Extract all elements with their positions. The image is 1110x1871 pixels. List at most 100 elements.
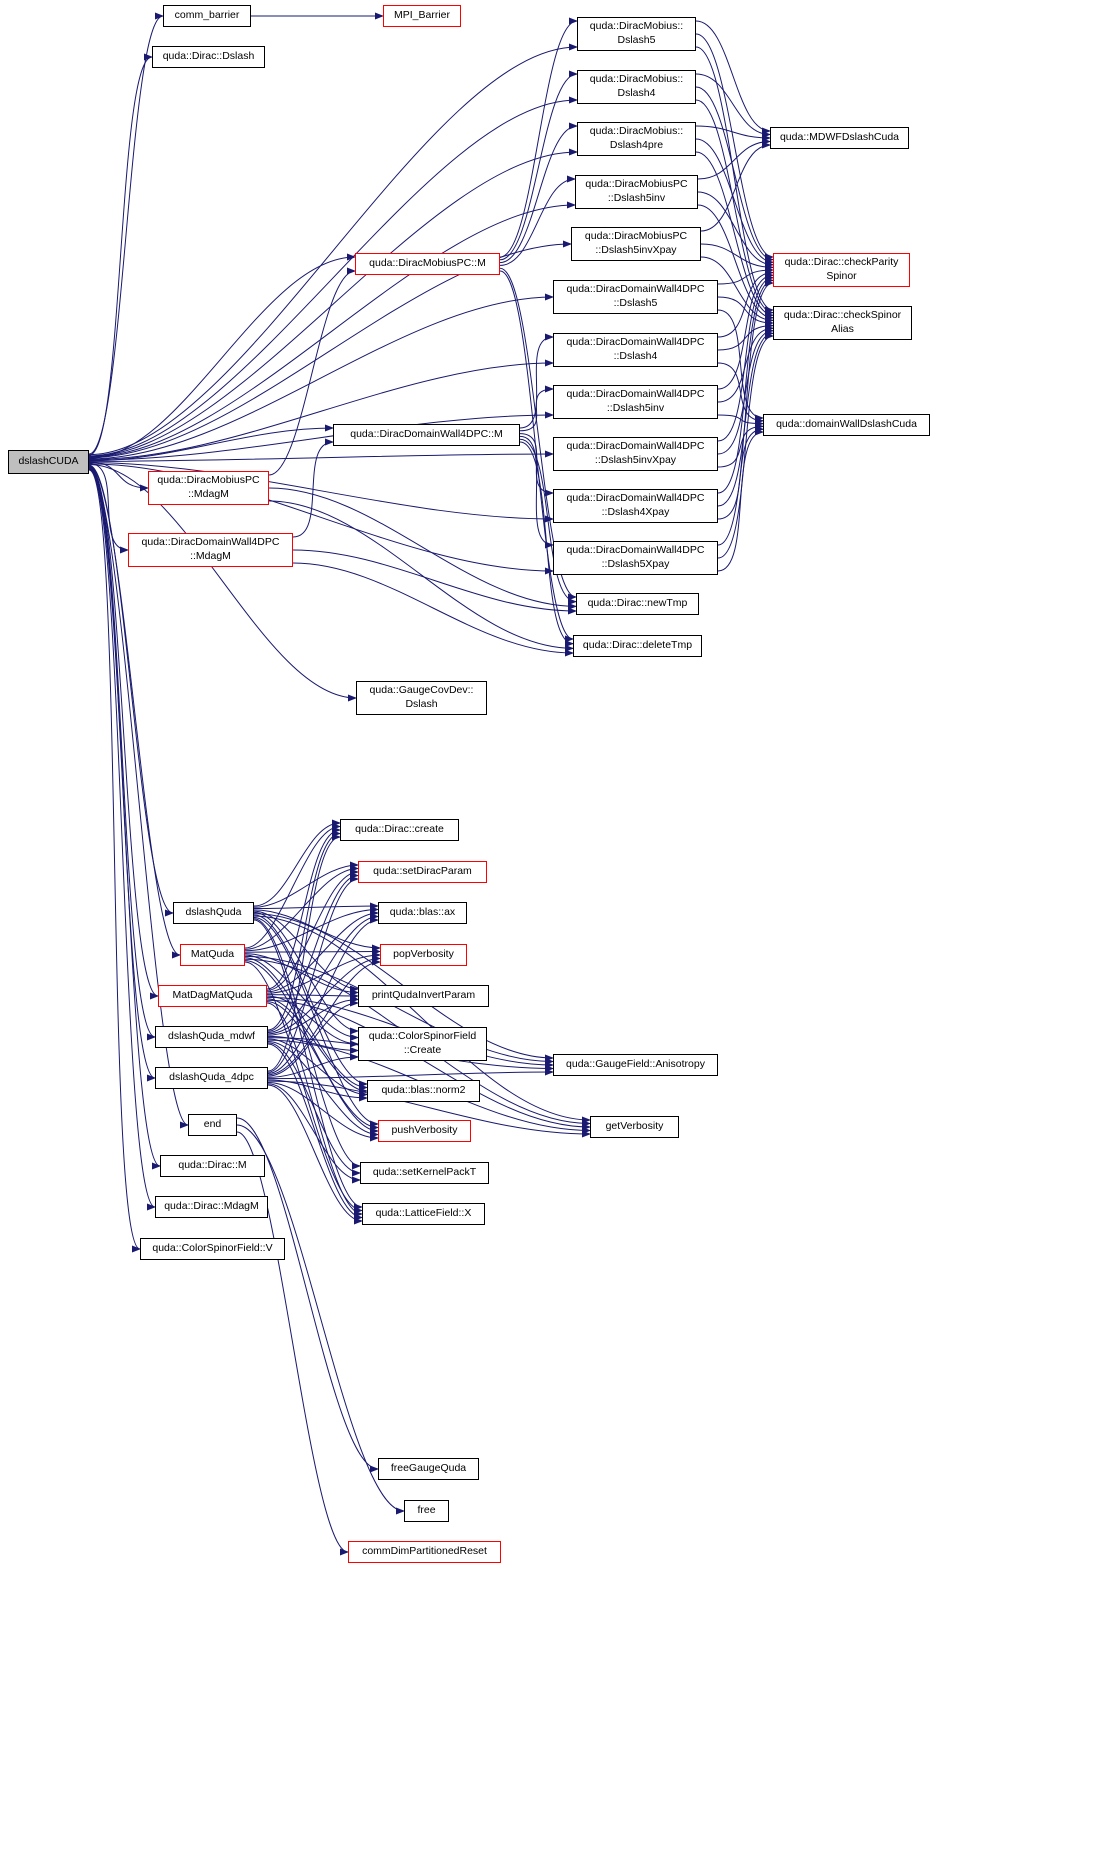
edge-dslashCUDA--mobpc_m [88,253,356,459]
node-checkspinoralias[interactable]: quda::Dirac::checkSpinor Alias [773,306,912,340]
node-pushverbosity[interactable]: pushVerbosity [378,1120,471,1142]
edge-matquda--popverbosity [244,948,381,956]
edge-dslashCUDA--matquda [88,465,181,959]
node-dw_dslash4[interactable]: quda::DiracDomainWall4DPC ::Dslash4 [553,333,718,367]
node-dw_dslash4xpay[interactable]: quda::DiracDomainWall4DPC ::Dslash4Xpay [553,489,718,523]
node-checkparity[interactable]: quda::Dirac::checkParity Spinor [773,253,910,287]
edge-dslashquda--pushverbosity [253,916,379,1128]
edge-end--commdimpartitionedreset [236,1131,349,1556]
edge-dslashquda_4dpc--blas_norm2 [267,1079,368,1102]
node-mob_dslash5[interactable]: quda::DiracMobius:: Dslash5 [577,17,696,51]
edge-dslashquda_mdwf--latticefield_x [267,1043,363,1221]
node-dw4dpc_mdagm[interactable]: quda::DiracDomainWall4DPC ::MdagM [128,533,293,567]
node-commdimpartitionedreset[interactable]: commDimPartitionedReset [348,1541,501,1563]
node-dirac_newtmp[interactable]: quda::Dirac::newTmp [576,593,699,615]
edge-dslashquda--popverbosity [253,909,381,952]
edge-matquda--dirac_create [244,823,341,949]
node-dw_dslash5invxpay[interactable]: quda::DiracDomainWall4DPC ::Dslash5invXp… [553,437,718,471]
edge-dw4dpc_m--dw_dslash5xpay [519,435,554,549]
edge-dw4dpc_m--dw_dslash4 [519,333,554,429]
node-mob_dslash4[interactable]: quda::DiracMobius:: Dslash4 [577,70,696,104]
node-freegaugequda[interactable]: freeGaugeQuda [378,1458,479,1480]
edge-dslashquda_mdwf--popverbosity [267,955,381,1035]
edge-mobpc_mdagm--dirac_deletetmp [268,500,574,652]
edge-dslashquda_mdwf--blas_ax [267,913,379,1034]
node-blas_ax[interactable]: quda::blas::ax [378,902,467,924]
edge-dw4dpc_mdagm--dirac_deletetmp [292,562,574,657]
node-latticefield_x[interactable]: quda::LatticeField::X [362,1203,485,1225]
node-gauge_anisotropy[interactable]: quda::GaugeField::Anisotropy [553,1054,718,1076]
node-dslashquda_4dpc[interactable]: dslashQuda_4dpc [155,1067,268,1089]
edge-mobpc_m--mobpc_dslash5inv [499,175,576,266]
edge-matquda--blas_norm2 [244,957,368,1091]
node-dw_dslash5inv[interactable]: quda::DiracDomainWall4DPC ::Dslash5inv [553,385,718,419]
node-matquda[interactable]: MatQuda [180,944,245,966]
node-free_fn[interactable]: free [404,1500,449,1522]
node-getverbosity[interactable]: getVerbosity [590,1116,679,1138]
edge-dslashquda_4dpc--csf_create [267,1053,359,1078]
edge-matquda--csf_create [244,954,359,1041]
node-mobpc_dslash5inv[interactable]: quda::DiracMobiusPC ::Dslash5inv [575,175,698,209]
node-dw4dpc_m[interactable]: quda::DiracDomainWall4DPC::M [333,424,520,446]
node-printqudainvertparam[interactable]: printQudaInvertParam [358,985,489,1007]
edge-end--free_fn [236,1124,405,1515]
node-dirac_mdagm[interactable]: quda::Dirac::MdagM [155,1196,268,1218]
node-mobpc_dslash5invxpay[interactable]: quda::DiracMobiusPC ::Dslash5invXpay [571,227,701,261]
node-mobpc_mdagm[interactable]: quda::DiracMobiusPC ::MdagM [148,471,269,505]
node-blas_norm2[interactable]: quda::blas::norm2 [367,1080,480,1102]
edge-dw_dslash5--checkparity [717,266,774,285]
node-dirac_m[interactable]: quda::Dirac::M [160,1155,265,1177]
node-end[interactable]: end [188,1114,237,1136]
edge-dslashCUDA--comm_barrier [88,12,164,455]
edge-dslashCUDA--dw4dpc_m [88,424,334,462]
edge-dw_dslash5invxpay--domainwalldslashcuda [717,422,764,468]
edge-dslashquda--blas_ax [253,902,379,910]
node-dslashquda_mdwf[interactable]: dslashQuda_mdwf [155,1026,268,1048]
edge-dslashquda_4dpc--pushverbosity [267,1081,379,1142]
edge-dslashquda_4dpc--latticefield_x [267,1084,363,1225]
edge-dslashquda_4dpc--popverbosity [267,958,381,1076]
node-dslashquda[interactable]: dslashQuda [173,902,254,924]
edge-dslashCUDA--dirac_m [88,468,161,1170]
edge-dw_dslash5xpay--checkparity [717,279,774,546]
edge-matdagmatquda--blas_ax [266,909,379,993]
edge-dw_dslash5inv--checkspinoralias [717,324,774,403]
node-mdwfdslashcuda[interactable]: quda::MDWFDslashCuda [770,127,909,149]
node-dw_dslash5[interactable]: quda::DiracDomainWall4DPC ::Dslash5 [553,280,718,314]
node-dirac_create[interactable]: quda::Dirac::create [340,819,459,841]
edge-dslashquda_mdwf--csf_create [267,1035,359,1054]
edge-mob_dslash4pre--checkparity [695,138,774,266]
edge-dw_dslash5xpay--domainwalldslashcuda [717,428,764,572]
node-csf_create[interactable]: quda::ColorSpinorField ::Create [358,1027,487,1061]
edge-matdagmatquda--printqudainvertparam [266,992,359,1000]
edge-mobpc_mdagm--mobpc_m [268,267,356,476]
node-gaugecovdev_dslash[interactable]: quda::GaugeCovDev:: Dslash [356,681,487,715]
edge-dslashCUDA--dw_dslash5inv [88,411,554,461]
node-popverbosity[interactable]: popVerbosity [380,944,467,966]
edge-dw_dslash4--checkparity [717,269,774,338]
edge-dslashCUDA--mob_dslash4pre [88,148,578,457]
node-setkernelpackt[interactable]: quda::setKernelPackT [360,1162,489,1184]
node-mobpc_m[interactable]: quda::DiracMobiusPC::M [355,253,500,275]
node-mpi_barrier[interactable]: MPI_Barrier [383,5,461,27]
edge-mobpc_dslash5invxpay--checkparity [700,243,774,271]
node-comm_barrier[interactable]: comm_barrier [163,5,251,27]
node-matdagmatquda[interactable]: MatDagMatQuda [158,985,267,1007]
edge-dslashCUDA--dw4dpc_mdagm [88,462,129,554]
edge-dslashquda--getverbosity [253,915,591,1124]
node-mob_dslash4pre[interactable]: quda::DiracMobius:: Dslash4pre [577,122,696,156]
edge-mobpc_dslash5invxpay--checkspinoralias [700,256,774,324]
edge-dslashquda--dirac_create [253,819,341,907]
node-csf_v[interactable]: quda::ColorSpinorField::V [140,1238,285,1260]
edge-mob_dslash5--checkparity [695,33,774,261]
edge-dslashCUDA--mobpc_dslash5invxpay [88,240,572,459]
edge-dslashquda_4dpc--setdiracparam [267,875,359,1073]
node-dirac_dslash[interactable]: quda::Dirac::Dslash [152,46,265,68]
node-dirac_deletetmp[interactable]: quda::Dirac::deleteTmp [573,635,702,657]
edge-mobpc_m--mob_dslash4 [499,70,578,261]
node-dw_dslash5xpay[interactable]: quda::DiracDomainWall4DPC ::Dslash5Xpay [553,541,718,575]
node-domainwalldslashcuda[interactable]: quda::domainWallDslashCuda [763,414,930,436]
node-setdiracparam[interactable]: quda::setDiracParam [358,861,487,883]
